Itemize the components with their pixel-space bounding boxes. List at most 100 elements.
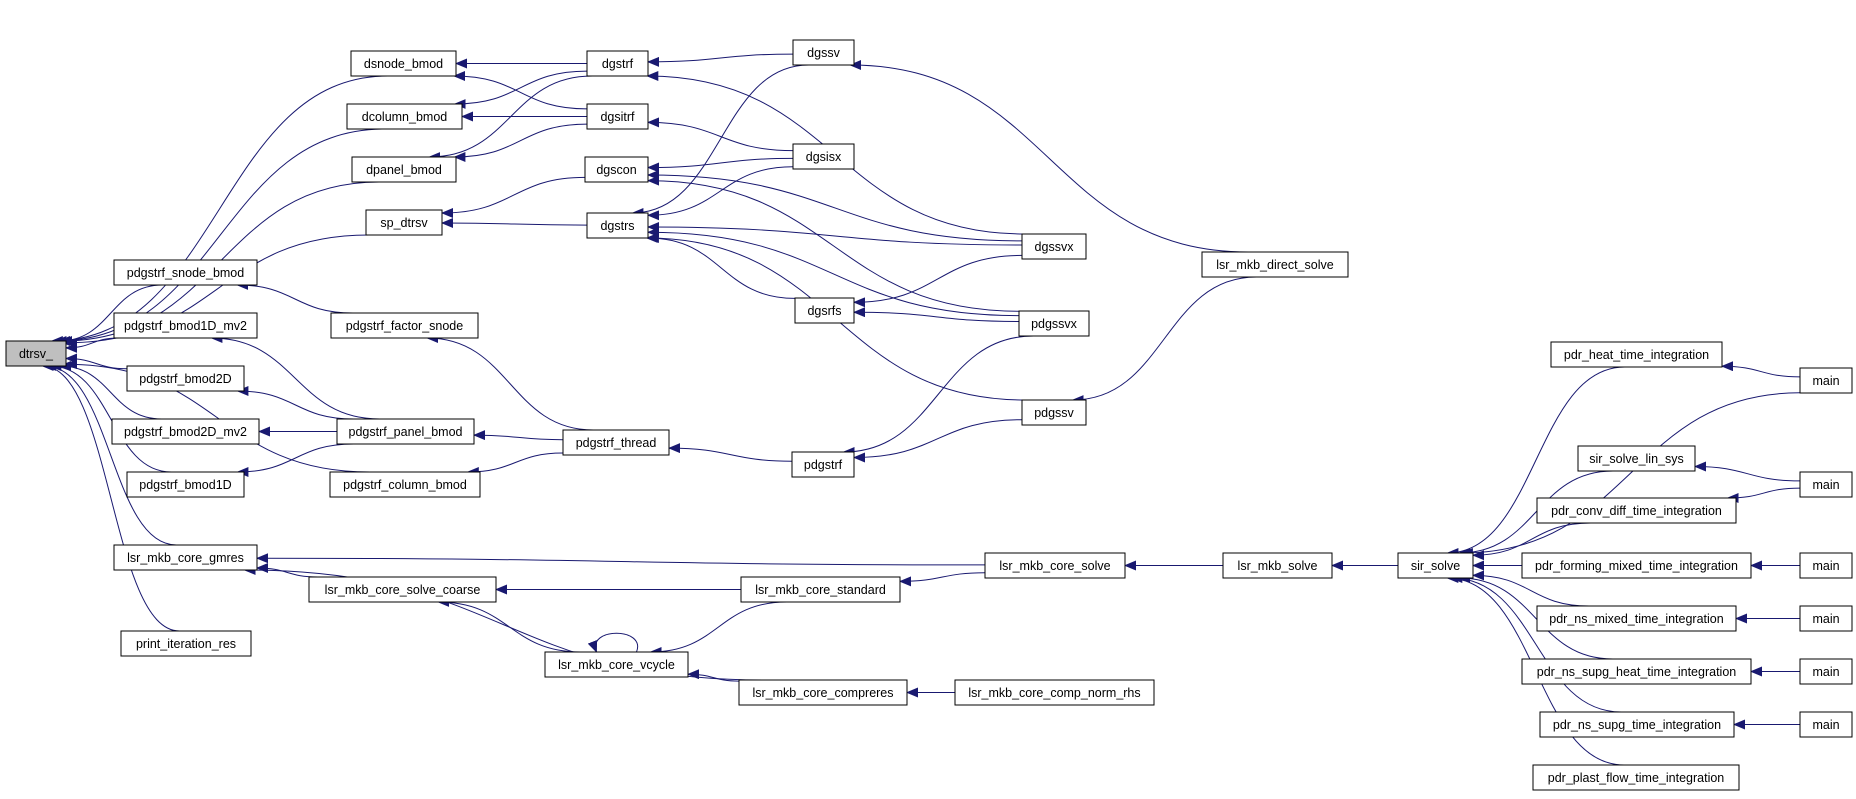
node-lsr-mkb-solve[interactable]: lsr_mkb_solve [1222,552,1333,579]
node-dgscon[interactable]: dgscon [584,156,649,183]
node-pdr-ns-mixed-time-integration[interactable]: pdr_ns_mixed_time_integration [1536,605,1737,632]
node-pdgstrf-bmod1d[interactable]: pdgstrf_bmod1D [126,471,245,498]
edge-pdgssvx-to-pdgstrf [842,335,1034,457]
node-label: dgsrfs [807,304,841,318]
node-box [1018,310,1090,337]
node-dgsitrf[interactable]: dgsitrf [586,103,649,130]
node-box [586,212,649,239]
node-lsr-mkb-core-solve-coarse[interactable]: lsr_mkb_core_solve_coarse [308,576,497,603]
node-dgssv[interactable]: dgssv [792,39,855,66]
node-lsr-mkb-core-solve[interactable]: lsr_mkb_core_solve [984,552,1126,579]
edge-pdgstrf-thread-to-pdgstrf-column-bmod [466,452,564,477]
node-pdgstrf-factor-snode[interactable]: pdgstrf_factor_snode [330,312,479,339]
edge-dgssvx-to-dgstrs [647,222,1023,246]
edge-lsr-mkb-core-solve-to-lsr-mkb-core-standard [899,572,986,587]
node-main-5[interactable]: main [1799,658,1853,685]
node-label: main [1812,612,1839,626]
node-dgsisx[interactable]: dgsisx [792,143,855,170]
node-pdr-heat-time-integration[interactable]: pdr_heat_time_integration [1550,341,1723,368]
node-dgsrfs[interactable]: dgsrfs [794,297,855,324]
node-label: dtrsv_ [19,347,54,361]
node-box [330,312,479,339]
node-main-6[interactable]: main [1799,711,1853,738]
node-dcolumn-bmod[interactable]: dcolumn_bmod [346,103,463,130]
node-dtrsv[interactable]: dtrsv_ [5,340,67,367]
node-print-iteration-res[interactable]: print_iteration_res [120,630,252,657]
node-lsr-mkb-core-comp-norm-rhs[interactable]: lsr_mkb_core_comp_norm_rhs [954,679,1155,706]
node-main-3[interactable]: main [1799,552,1853,579]
edge-pdgstrf-thread-to-pdgstrf-factor-snode [426,333,594,431]
node-sir-solve-lin-sys[interactable]: sir_solve_lin_sys [1577,445,1696,472]
edge-dgsisx-to-dgstrs [647,166,794,221]
node-pdgstrf-panel-bmod[interactable]: pdgstrf_panel_bmod [336,418,475,445]
node-box [1577,445,1696,472]
edge-pdgssvx-to-dgscon [647,175,1020,312]
node-label: main [1812,374,1839,388]
node-dgstrs[interactable]: dgstrs [586,212,649,239]
node-box [984,552,1126,579]
node-pdgstrf-bmod1d-mv2[interactable]: pdgstrf_bmod1D_mv2 [113,312,258,339]
edge-dgssvx-to-dgsrfs [853,254,1023,308]
node-lsr-mkb-core-standard[interactable]: lsr_mkb_core_standard [740,576,901,603]
edge-print-iteration-res-to-dtrsv [41,361,180,632]
edge-main-2-to-sir-solve-lin-sys [1694,461,1801,482]
node-pdr-forming-mixed-time-integration[interactable]: pdr_forming_mixed_time_integration [1521,552,1752,579]
node-pdgstrf-snode-bmod[interactable]: pdgstrf_snode_bmod [113,259,258,286]
node-box [794,297,855,324]
node-label: lsr_mkb_solve [1238,559,1318,573]
edge-lsr-mkb-core-vcycle-to-lsr-mkb-core-vcycle [587,632,639,653]
node-main-4[interactable]: main [1799,605,1853,632]
node-lsr-mkb-core-gmres[interactable]: lsr_mkb_core_gmres [113,544,258,571]
node-sir-solve[interactable]: sir_solve [1397,552,1474,579]
node-box [126,471,245,498]
node-label: dgssv [807,46,840,60]
node-pdr-conv-diff-time-integration[interactable]: pdr_conv_diff_time_integration [1536,497,1737,524]
node-lsr-mkb-direct-solve[interactable]: lsr_mkb_direct_solve [1201,251,1349,278]
edge-dgsitrf-to-dsnode-bmod [453,71,588,110]
node-pdgstrf-column-bmod[interactable]: pdgstrf_column_bmod [329,471,481,498]
node-box [1799,471,1853,498]
edge-dsnode-bmod-to-dtrsv [50,75,388,346]
node-box [329,471,481,498]
edge-lsr-mkb-direct-solve-to-dgssv [849,60,1249,253]
node-dpanel-bmod[interactable]: dpanel_bmod [351,156,457,183]
edge-lsr-mkb-core-compreres-to-lsr-mkb-core-vcycle [687,669,740,682]
node-box [1799,711,1853,738]
node-label: lsr_mkb_core_comp_norm_rhs [968,686,1140,700]
edge-lsr-mkb-core-solve-to-lsr-mkb-core-gmres [256,553,986,566]
node-lsr-mkb-core-vcycle[interactable]: lsr_mkb_core_vcycle [544,651,689,678]
edge-pdr-ns-mixed-time-integration-to-sir-solve [1472,570,1590,607]
node-box [1201,251,1349,278]
node-sp-dtrsv[interactable]: sp_dtrsv [365,209,443,236]
node-label: sir_solve_lin_sys [1589,452,1683,466]
node-box [1799,605,1853,632]
node-main-1[interactable]: main [1799,367,1853,394]
node-label: lsr_mkb_core_compreres [752,686,893,700]
node-label: lsr_mkb_core_standard [755,583,886,597]
node-lsr-mkb-core-compreres[interactable]: lsr_mkb_core_compreres [738,679,908,706]
node-pdgstrf[interactable]: pdgstrf [791,451,855,478]
node-pdgstrf-thread[interactable]: pdgstrf_thread [562,429,670,456]
node-pdgstrf-bmod2d-mv2[interactable]: pdgstrf_bmod2D_mv2 [111,418,260,445]
node-box [586,103,649,130]
node-dgssvx[interactable]: dgssvx [1021,233,1087,260]
node-label: pdgstrf [804,458,843,472]
node-box [1521,552,1752,579]
node-pdr-ns-supg-time-integration[interactable]: pdr_ns_supg_time_integration [1539,711,1735,738]
node-label: lsr_mkb_core_solve [999,559,1110,573]
edge-dgstrs-to-sp-dtrsv [441,218,588,229]
edge-dgsrfs-to-dgstrs [646,233,796,299]
node-main-2[interactable]: main [1799,471,1853,498]
node-label: pdgstrf_factor_snode [346,319,463,333]
node-pdr-ns-supg-heat-time-integration[interactable]: pdr_ns_supg_heat_time_integration [1521,658,1752,685]
node-pdgstrf-bmod2d[interactable]: pdgstrf_bmod2D [126,365,245,392]
node-label: pdr_conv_diff_time_integration [1551,504,1722,518]
node-pdgssv[interactable]: pdgssv [1021,399,1087,426]
node-label: lsr_mkb_core_solve_coarse [325,583,481,597]
node-dsnode-bmod[interactable]: dsnode_bmod [350,50,457,77]
node-dgstrf[interactable]: dgstrf [586,50,649,77]
node-pdr-plast-flow-time-integration[interactable]: pdr_plast_flow_time_integration [1532,764,1740,791]
node-box [113,312,258,339]
node-pdgssvx[interactable]: pdgssvx [1018,310,1090,337]
